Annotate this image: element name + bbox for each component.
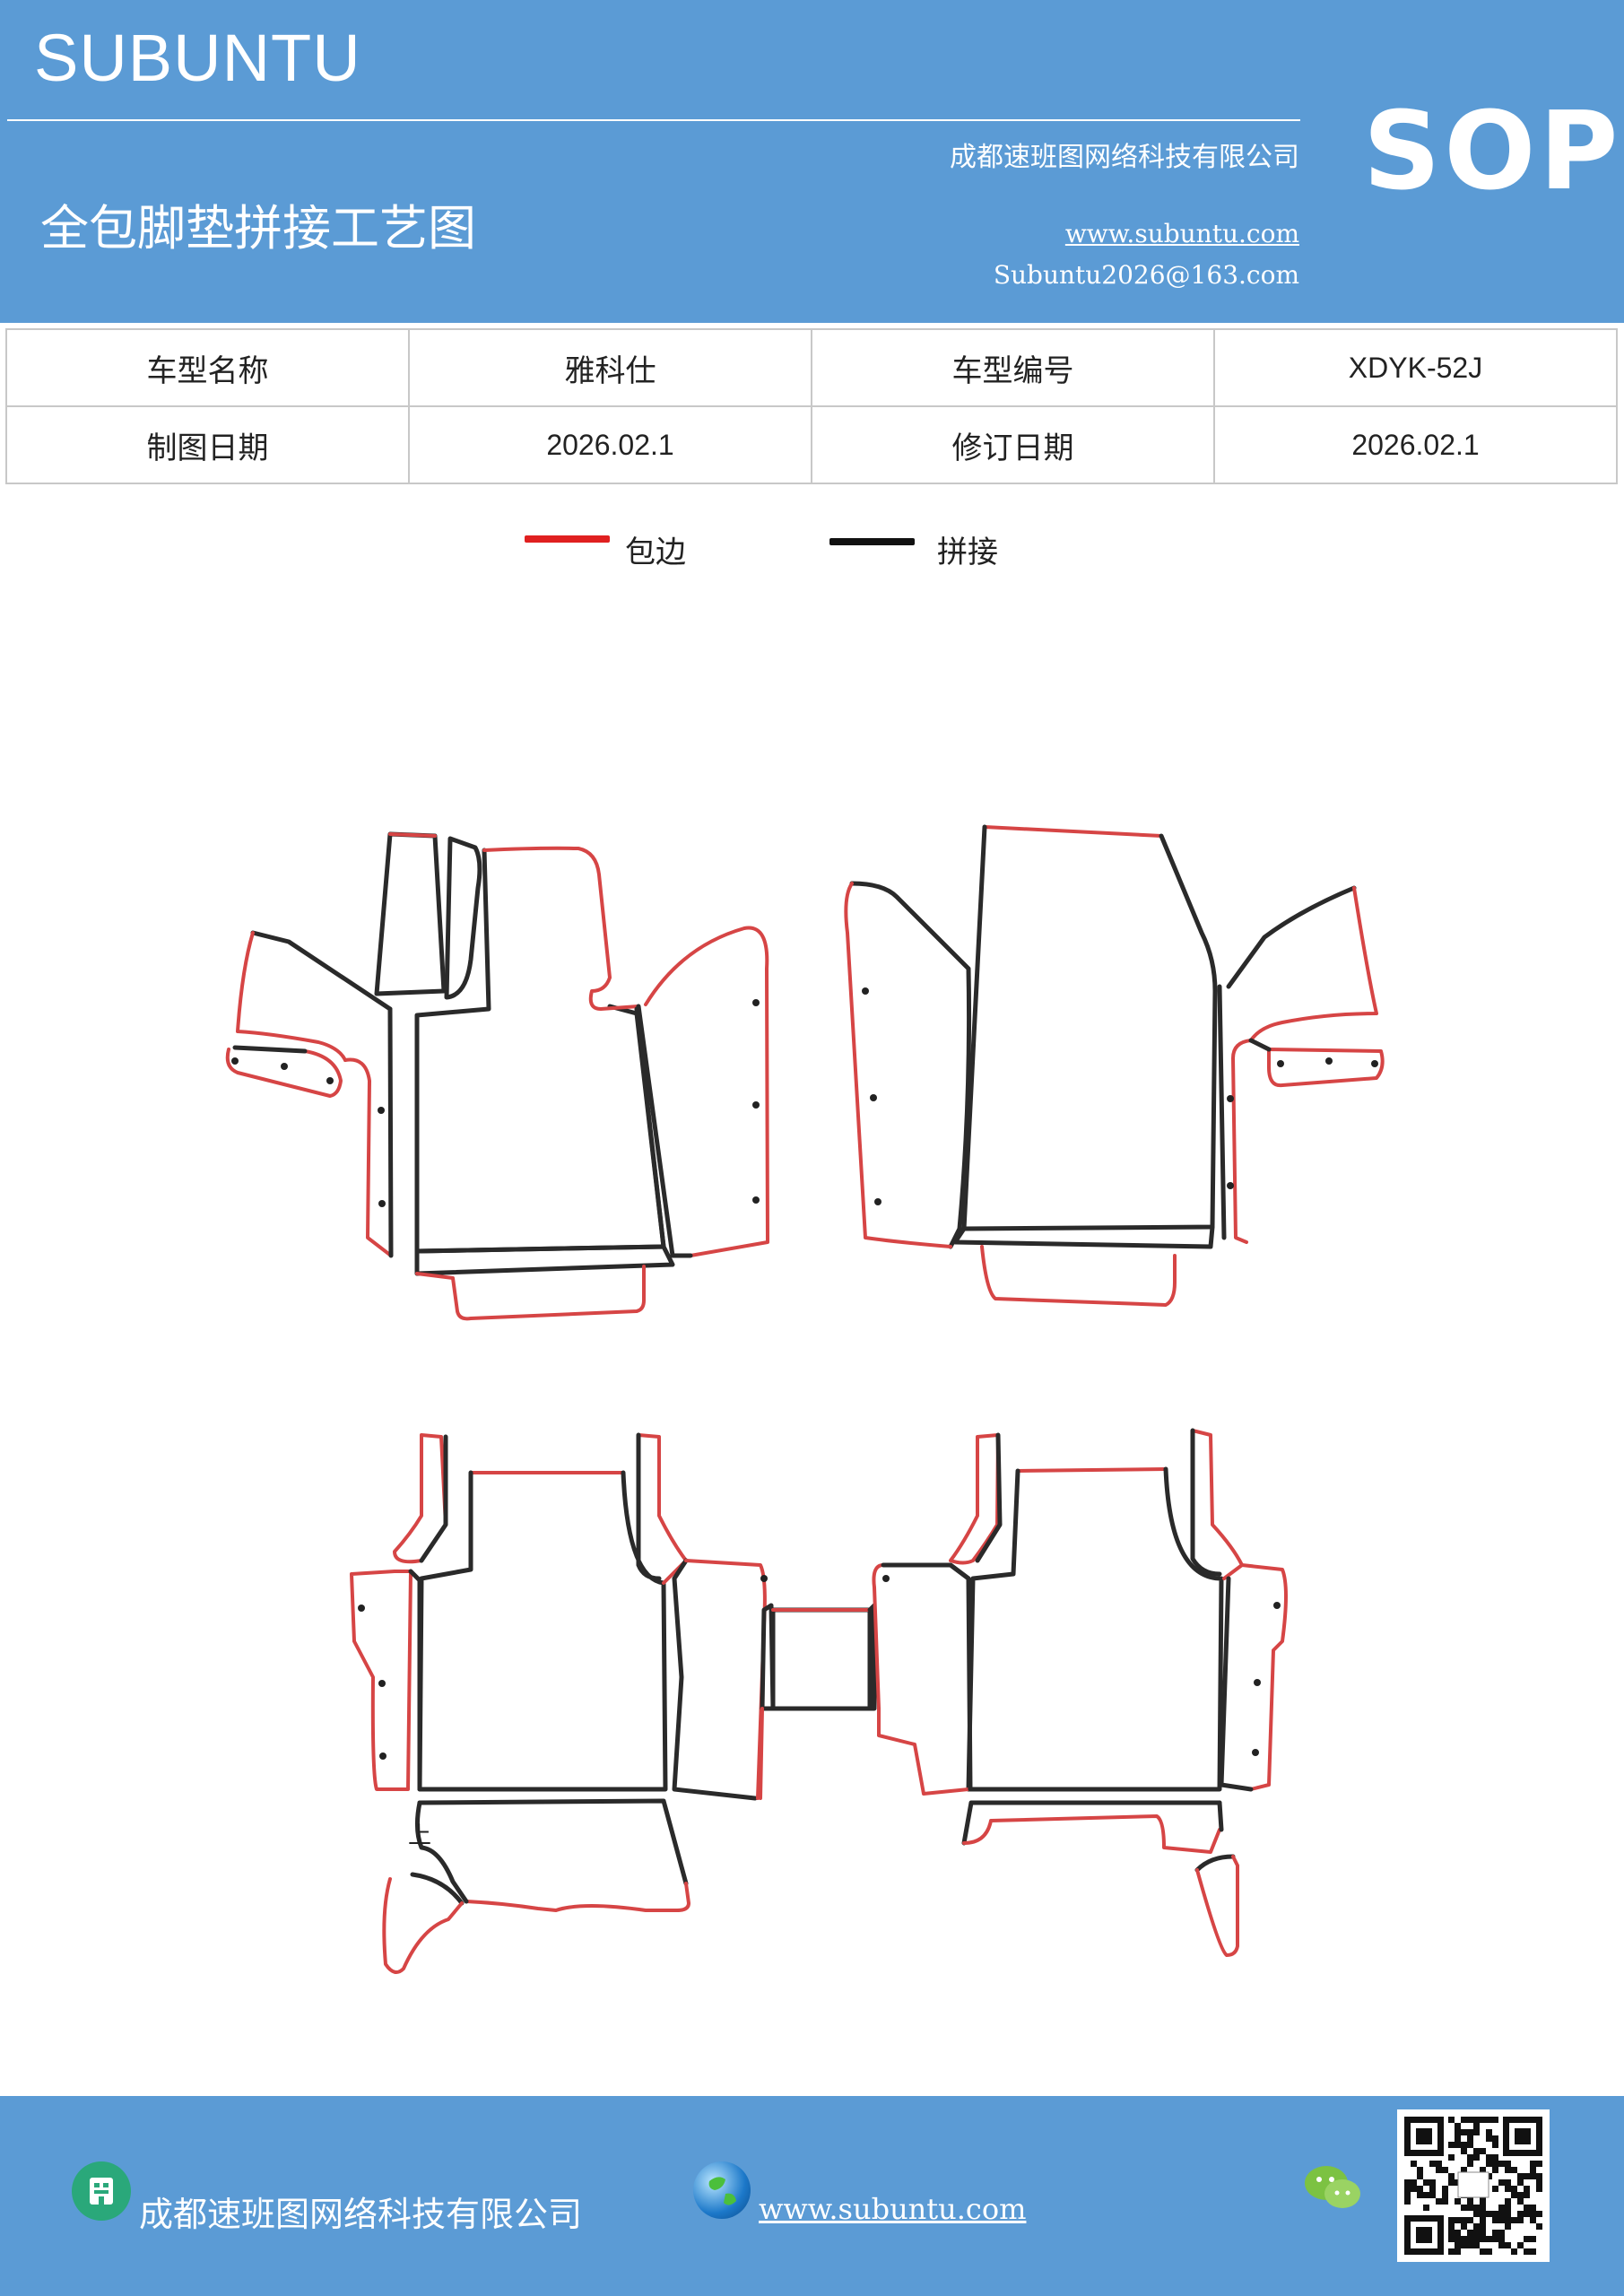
mat-rear-left: [350, 1432, 767, 1974]
vehicle-info-table: 车型名称 雅科仕 车型编号 XDYK-52J 制图日期 2026.02.1 修订…: [5, 328, 1618, 484]
mat-center-tunnel: [759, 1603, 877, 1800]
sewing-point-markers: [231, 987, 1378, 1760]
qr-code[interactable]: [1397, 2109, 1550, 2262]
orientation-mark-label: 上: [408, 1822, 431, 1849]
table-row: 车型名称 雅科仕 车型编号 XDYK-52J: [5, 328, 1618, 407]
header-company-name: 成都速班图网络科技有限公司: [950, 142, 1299, 173]
building-icon: [72, 2161, 131, 2221]
mat-front-right: [844, 824, 1385, 1307]
legend-label-edge: 包边: [625, 535, 686, 570]
mat-rear-right: [872, 1428, 1288, 1957]
model-name-label: 车型名称: [5, 328, 410, 407]
page-title: 全包脚垫拼接工艺图: [40, 200, 476, 257]
draw-date-value: 2026.02.1: [408, 405, 812, 484]
draw-date-label: 制图日期: [5, 405, 410, 484]
table-row: 制图日期 2026.02.1 修订日期 2026.02.1: [5, 405, 1618, 484]
sop-badge: SOP: [1363, 90, 1622, 214]
model-code-value: XDYK-52J: [1213, 328, 1618, 407]
revise-date-value: 2026.02.1: [1213, 405, 1618, 484]
model-name-value: 雅科仕: [408, 328, 812, 407]
mat-front-left: [225, 831, 769, 1321]
header-divider: [7, 119, 1300, 121]
globe-icon: [693, 2161, 751, 2219]
header-website-link[interactable]: www.subuntu.com: [1064, 219, 1299, 248]
model-code-label: 车型编号: [811, 328, 1215, 407]
revise-date-label: 修订日期: [811, 405, 1215, 484]
legend-swatch-seam: [829, 538, 915, 545]
brand-logo-text: SUBUNTU: [34, 21, 361, 95]
footer-company-name: 成都速班图网络科技有限公司: [139, 2195, 583, 2234]
legend-label-seam: 拼接: [937, 535, 998, 570]
wechat-icon: [1302, 2161, 1365, 2215]
header-banner: SUBUNTU 全包脚垫拼接工艺图 成都速班图网络科技有限公司 www.subu…: [0, 0, 1624, 323]
footer-website-link[interactable]: www.subuntu.com: [759, 2192, 1027, 2226]
legend-swatch-edge: [525, 535, 610, 543]
header-email: Subuntu2026@163.com: [993, 260, 1299, 290]
